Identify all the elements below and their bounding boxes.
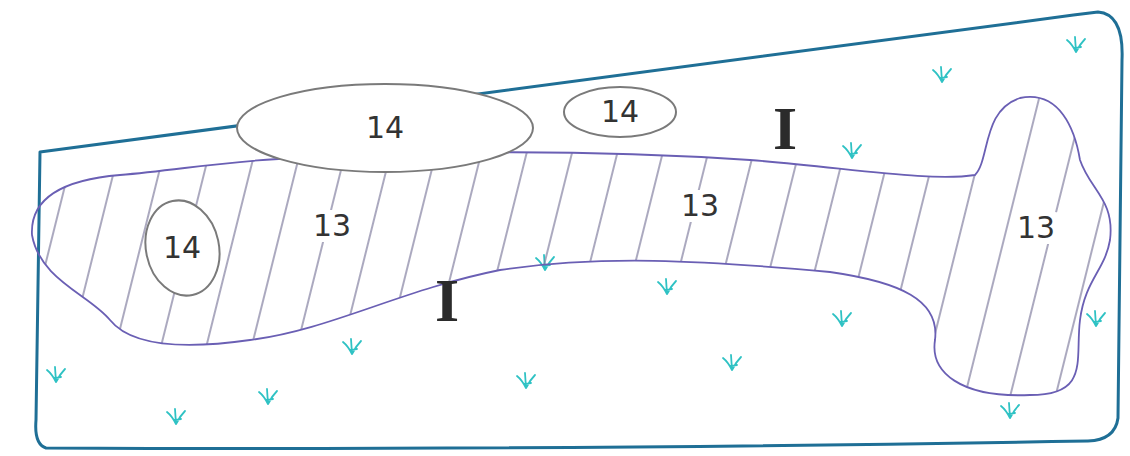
grass-tuft [47, 367, 65, 382]
hatched-band [32, 97, 1111, 395]
grass-tuft [1001, 403, 1019, 418]
grass-tuft [1067, 37, 1085, 52]
grass-tuft [658, 279, 676, 294]
grass-tuft [517, 373, 535, 388]
zone-number: 13 [309, 210, 355, 242]
grass-tuft [259, 389, 277, 404]
label-holder: 13 [677, 190, 723, 222]
ellipse-outline [136, 193, 227, 302]
label-holder: I [435, 269, 459, 331]
zone-numeral: I [435, 269, 459, 331]
patch-ellipse: 14 [144, 198, 221, 298]
zone-number: 13 [677, 190, 723, 222]
ellipse-outline [564, 87, 676, 137]
grass-tuft [343, 339, 361, 354]
label-holder: I [773, 97, 797, 159]
ellipse-outline [237, 84, 533, 172]
grass-tuft [1087, 311, 1105, 326]
zone-numeral: I [773, 97, 797, 159]
zone-number: 14 [601, 97, 639, 127]
zone-number: 13 [1013, 212, 1059, 244]
patch-ellipse: 14 [562, 85, 678, 139]
patch-ellipse: 14 [235, 82, 535, 174]
grass-tuft [723, 355, 741, 370]
zone-number: 14 [366, 113, 404, 143]
zone-number: 14 [163, 233, 201, 263]
grass-tuft [843, 143, 861, 158]
label-holder: 13 [1013, 212, 1059, 244]
grass-tuft [933, 67, 951, 82]
label-holder: 13 [309, 210, 355, 242]
grass-tuft [833, 311, 851, 326]
grass-tuft [167, 409, 185, 424]
